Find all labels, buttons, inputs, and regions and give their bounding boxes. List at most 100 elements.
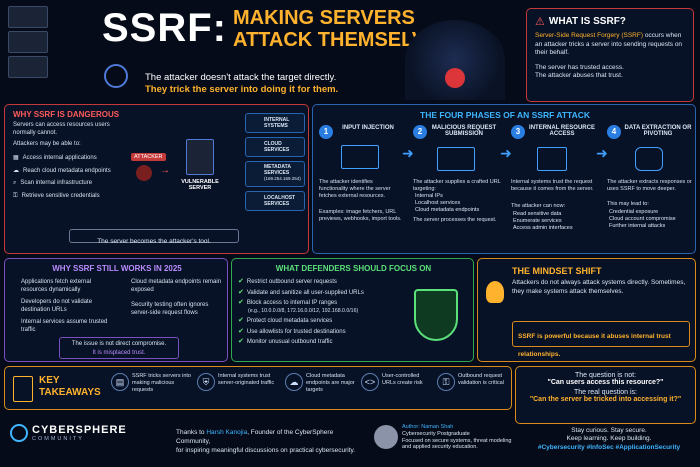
still-works-panel: WHY SSRF STILL WORKS IN 2025 Application… xyxy=(4,258,228,362)
phase-bullet: Credential exposure xyxy=(609,209,659,215)
dangerous-intro2: Attackers may be able to: xyxy=(13,141,81,147)
brand-sub: COMMUNITY xyxy=(32,436,84,442)
phase-bullet: Cloud metadata endpoints xyxy=(415,207,480,213)
target-cloud-services: CLOUD SERVICES xyxy=(245,137,305,157)
phase-arrow-icon: ➜ xyxy=(500,145,512,161)
lightbulb-icon xyxy=(486,281,504,303)
defender-item: Use allowlists for trusted destinations xyxy=(246,328,346,335)
arrow-icon: → xyxy=(160,165,170,176)
subtitle-line1: The attacker doesn't attack the target d… xyxy=(145,72,337,83)
author-block: Author: Naman Shah Cybersecurity Postgra… xyxy=(402,424,512,451)
dangerous-footer-text: The server becomes the attacker's tool. xyxy=(97,238,211,245)
dangerous-item: Retrieve sensitive credentials xyxy=(21,192,100,199)
phase-extra: The attacker can now: xyxy=(511,203,566,209)
author-label: Author: xyxy=(402,424,420,430)
what-is-title: WHAT IS SSRF? xyxy=(548,16,626,27)
defender-item: Protect cloud metadata services xyxy=(246,318,333,324)
author-name: Naman Shah xyxy=(421,424,454,430)
ssrf-definition-highlight: Server-Side Request Forgery (SSRF) xyxy=(535,32,644,39)
what-is-ssrf-panel: ⚠ WHAT IS SSRF? Server-Side Request Forg… xyxy=(526,8,694,102)
slogan-block: Stay curious. Stay secure. Keep learning… xyxy=(520,427,698,452)
mindset-panel: THE MINDSET SHIFT Attackers do not alway… xyxy=(477,258,696,362)
code-window-icon xyxy=(437,147,475,171)
mindset-highlight-text: SSRF is powerful because it abuses inter… xyxy=(518,333,671,358)
vulnerable-server-label: VULNERABLE SERVER xyxy=(181,179,219,191)
what-is-line2: The attacker abuses that trust. xyxy=(535,72,623,79)
phase-title: INTERNAL RESOURCE ACCESS xyxy=(529,125,595,137)
dangerous-footer: The server becomes the attacker's tool. xyxy=(69,229,239,245)
phase-bullet: Further internal attacks xyxy=(609,223,666,229)
title-line1: MAKING SERVERS xyxy=(233,6,415,29)
phase-bullet: Localhost services xyxy=(415,200,461,206)
takeaway-item: User-controlled URLs create risk xyxy=(382,373,423,386)
phase-extra: This may lead to: xyxy=(607,201,649,207)
four-phases-panel: THE FOUR PHASES OF AN SSRF ATTACK 1 INPU… xyxy=(312,104,696,254)
dangerous-item: Access internal applications xyxy=(22,155,97,161)
skull-icon xyxy=(445,68,465,88)
warning-icon: ⚠ xyxy=(535,16,545,28)
shield-lock-icon xyxy=(414,289,458,341)
brand-name: CYBERSPHERE xyxy=(32,424,127,436)
clipboard-icon xyxy=(13,376,33,402)
hacker-illustration xyxy=(405,20,505,100)
defender-ip-ranges: (e.g., 10.0.0.0/8, 172.16.0.0/12, 192.16… xyxy=(248,307,359,314)
target-label: INTERNAL SYSTEMS xyxy=(264,117,290,129)
still-works-item: Internal services assume trusted traffic xyxy=(21,319,108,333)
still-works-item: Security testing often ignores server-si… xyxy=(131,302,209,316)
phase-extra: The server processes the request. xyxy=(413,217,497,223)
dangerous-item: Reach cloud metadata endpoints xyxy=(23,167,111,174)
grid-icon: ▦ xyxy=(13,155,19,161)
phase-bullet: Cloud account compromise xyxy=(609,216,676,222)
defender-item: Restrict outbound server requests xyxy=(246,279,337,285)
question-line1: The question is not: xyxy=(574,372,637,379)
thanks-line2: for inspiring meaningful discussions on … xyxy=(176,447,356,454)
question-panel: The question is not: "Can users access t… xyxy=(515,366,696,424)
still-works-item: Developers do not validate destination U… xyxy=(21,299,93,313)
phases-title: THE FOUR PHASES OF AN SSRF ATTACK xyxy=(420,110,590,120)
author-desc1: Focused on secure systems, threat modeli… xyxy=(402,437,512,444)
search-icon: ⌕ xyxy=(13,180,17,186)
thanks-pre: Thanks to xyxy=(176,429,207,436)
check-icon: ✔ xyxy=(238,299,244,306)
dangerous-intro: Servers can access resources users norma… xyxy=(13,122,110,136)
shield-icon: ⛨ xyxy=(197,373,215,391)
thanks-post: , Founder of the CyberSphere Community, xyxy=(176,429,334,445)
phase-number: 4 xyxy=(607,125,621,139)
takeaways-title-line2: TAKEAWAYS xyxy=(39,387,101,398)
target-label: METADATA SERVICES xyxy=(264,164,291,176)
title-line2: ATTACK THEMSELVES xyxy=(233,28,452,51)
phase-title: INPUT INJECTION xyxy=(342,125,394,131)
phase-bullet: Enumerate services xyxy=(513,218,562,224)
still-works-footer-line1: The issue is not direct compromise. xyxy=(71,341,167,347)
check-icon: ✔ xyxy=(238,278,244,285)
metadata-ip: (169.254.169.254) xyxy=(264,176,301,181)
target-label: LOCALHOST SERVICES xyxy=(264,195,296,207)
server-icon: ▤ xyxy=(111,373,129,391)
mindset-title: THE MINDSET SHIFT xyxy=(512,266,602,276)
dangerous-item: Scan internal infrastructure xyxy=(20,180,93,186)
still-works-title: WHY SSRF STILL WORKS IN 2025 xyxy=(52,264,182,273)
key-icon: ⚿ xyxy=(13,192,18,199)
takeaways-title-line1: KEY xyxy=(39,375,60,386)
cybersphere-logo-icon xyxy=(10,424,28,442)
phase-number: 1 xyxy=(319,125,333,139)
attacker-label: ATTACKER xyxy=(131,153,166,161)
phase-bullet: Read sensitive data xyxy=(513,211,562,217)
phase-desc: Internal systems trust the request becau… xyxy=(511,179,594,192)
thanks-text: Thanks to Harsh Kanojia, Founder of the … xyxy=(176,428,366,455)
slogan-line1: Stay curious. Stay secure. xyxy=(571,427,647,434)
ssrf-definition: occurs when an attacker tricks a server … xyxy=(535,32,683,56)
phase-arrow-icon: ➜ xyxy=(402,145,414,161)
defenders-title: WHAT DEFENDERS SHOULD FOCUS ON xyxy=(275,264,432,273)
cloud-icon: ☁ xyxy=(285,373,303,391)
phase-number: 2 xyxy=(413,125,427,139)
author-avatar xyxy=(374,425,398,449)
question-line4: "Can the server be tricked into accessin… xyxy=(529,396,682,403)
server-rack-illustration xyxy=(8,6,52,86)
cloud-icon: ☁ xyxy=(13,167,19,174)
still-works-item: Cloud metadata endpoints remain exposed xyxy=(131,279,222,293)
takeaway-item: SSRF tricks servers into making maliciou… xyxy=(132,373,191,393)
hashtags: #Cybersecurity #InfoSec #ApplicationSecu… xyxy=(537,444,681,451)
still-works-footer: The issue is not direct compromise. It i… xyxy=(59,337,179,359)
thanks-name: Harsh Kanojia xyxy=(206,429,248,436)
